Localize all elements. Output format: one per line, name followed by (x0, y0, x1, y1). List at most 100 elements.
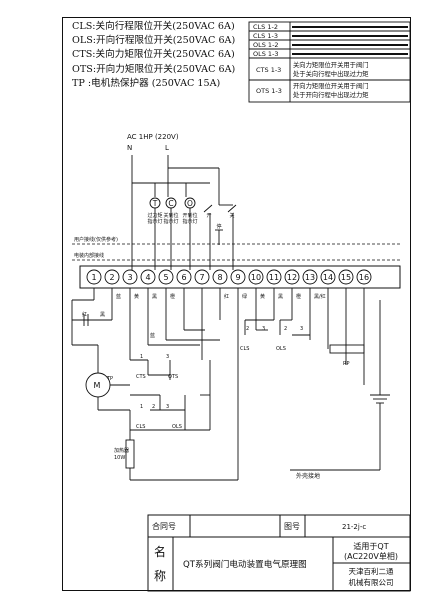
wire-t8: 红 (224, 293, 229, 300)
terminal-4-label: 4 (145, 273, 150, 282)
terminal-1-label: 1 (91, 273, 96, 282)
title-block (147, 514, 411, 592)
terminal-13-label: 13 (305, 273, 315, 282)
terminal-10-icon (248, 269, 264, 285)
legend-tp: TP :电机热保护器 (250VAC 15A) (72, 77, 221, 89)
table-code-3: OLS 1-3 (253, 50, 279, 58)
table-desc-5b: 处于开向行程中出现过力矩 (293, 90, 369, 99)
terminal-16-label: 16 (359, 273, 369, 282)
heater-label-1: 加热器 (114, 447, 129, 454)
terminal-9-label: 9 (235, 273, 240, 282)
company-2: 机械有限公司 (349, 577, 394, 587)
terminal-3-icon (122, 269, 138, 285)
company-1: 天津百利二通 (349, 566, 394, 576)
terminal-10-label: 10 (251, 273, 261, 282)
terminal-7-label: 7 (199, 273, 204, 282)
indicator-o-letter: O (187, 199, 193, 208)
supply-l: L (165, 144, 169, 152)
name-label-1: 名 (154, 544, 166, 559)
wire-t6: 橙 (170, 293, 175, 300)
contact-1b: 1 (140, 404, 143, 410)
table-code-2: OLS 1-2 (253, 41, 279, 49)
motor-label: M (94, 381, 101, 390)
ots-label: OTS (168, 374, 178, 380)
legend-ols: OLS:开向行程限位开关(250VAC 6A) (72, 35, 236, 47)
drawing-title: QT系列阀门电动装置电气原理图 (183, 558, 307, 570)
wire-t11: 黑 (278, 294, 283, 300)
contact-3c: 3 (262, 326, 265, 332)
terminal-8-label: 8 (217, 273, 222, 282)
supply-label: AC 1HP (220V) (127, 133, 179, 141)
wire-black: 黑 (100, 312, 105, 318)
internal-wiring-label: 电装内部接线 (74, 252, 104, 259)
wire-t9: 绿 (242, 293, 247, 300)
terminal-14-label: 14 (323, 273, 333, 282)
legend-cls: CLS:关向行程限位开关(250VAC 6A) (72, 21, 235, 32)
terminal-3-label: 3 (127, 273, 132, 282)
terminal-8-icon (212, 269, 228, 285)
contact-3a: 3 (166, 354, 169, 360)
drawing-label: 图号 (284, 522, 300, 531)
terminal-1-icon (86, 269, 102, 285)
terminal-2-icon (104, 269, 120, 285)
terminal-6-icon (176, 269, 192, 285)
table-code-4: CTS 1-3 (256, 66, 281, 74)
wire-t12: 橙 (296, 293, 301, 300)
contact-2d: 2 (284, 326, 287, 332)
table-code-0: CLS 1-2 (253, 23, 278, 31)
table-code-1: CLS 1-3 (253, 32, 278, 40)
wire-t13: 黑/红 (314, 293, 326, 300)
legend: CLS:关向行程限位开关(250VAC 6A) OLS:开向行程限位开关(250… (72, 20, 248, 91)
contact-1a: 1 (140, 354, 143, 360)
terminal-14-icon (320, 269, 336, 285)
cts-label: CTS (136, 374, 146, 380)
applies-to-1: 适用于QT (353, 541, 388, 551)
contact-2c: 2 (246, 326, 249, 332)
table-desc-5a: 开向力矩限位开关用于阀门 (293, 81, 369, 90)
indicator-o-label2: 指示灯 (182, 218, 197, 225)
wire-t10: 黄 (260, 293, 265, 300)
terminal-15-label: 15 (341, 273, 351, 282)
switch-table (248, 21, 411, 103)
switch-close-label: 关 (229, 212, 234, 219)
ground-label: 外壳接地 (296, 472, 320, 480)
supply-n: N (127, 144, 132, 152)
legend-ots: OTS:开向力矩限位开关(250VAC 6A) (72, 63, 236, 75)
heater-label-2: 10W (114, 455, 125, 461)
table-desc-4a: 关向力矩限位开关用于阀门 (293, 60, 369, 69)
wire-t3: 蓝 (116, 293, 121, 300)
terminal-11-label: 11 (269, 273, 279, 282)
ols-label: OLS (172, 424, 182, 430)
indicator-o-label1: 开到位 (182, 212, 197, 219)
drawing-number: 21-2j-c (342, 523, 366, 531)
terminal-4-icon (140, 269, 156, 285)
ols-right-label: OLS (276, 346, 286, 352)
wire-t4: 黄 (134, 293, 139, 300)
terminal-11-icon (266, 269, 282, 285)
terminal-9-icon (230, 269, 246, 285)
terminal-15-icon (338, 269, 354, 285)
wire-red: 红 (82, 311, 87, 318)
terminal-7-icon (194, 269, 210, 285)
terminal-12-icon (284, 269, 300, 285)
heater-icon (125, 439, 135, 469)
wire-blue: 蓝 (150, 332, 155, 339)
indicator-c-letter: C (168, 199, 173, 208)
indicator-c-label1: 关到位 (163, 212, 178, 219)
cls-right-label: CLS (240, 346, 249, 352)
rp-icon (329, 344, 365, 354)
name-label-2: 称 (154, 569, 166, 583)
terminal-5-icon (158, 269, 174, 285)
rp-label: RP (343, 361, 350, 367)
legend-cts: CTS:关向力矩限位开关(250VAC 6A) (72, 49, 235, 61)
terminal-12-label: 12 (287, 273, 297, 282)
table-desc-4b: 处于关向行程中出现过力矩 (293, 69, 369, 78)
contact-3d: 3 (300, 326, 303, 332)
contact-2b: 2 (152, 404, 155, 410)
contact-3b: 3 (166, 404, 169, 410)
indicator-t-label1: 过力矩 (147, 212, 162, 219)
contract-label: 合同号 (152, 521, 176, 531)
table-code-5: OTS 1-3 (256, 87, 282, 95)
